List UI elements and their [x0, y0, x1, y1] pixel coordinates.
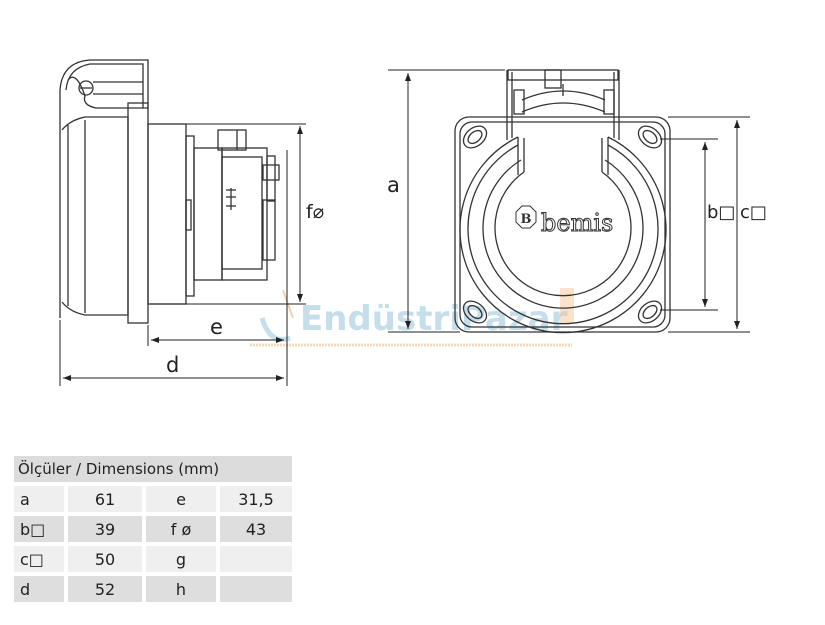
table-row: b□ 39 f ø 43 — [14, 516, 292, 542]
dim-key: h — [146, 576, 216, 602]
table-row: a 61 e 31,5 — [14, 486, 292, 512]
dim-value — [220, 576, 292, 602]
dim-label-e: e — [210, 315, 223, 339]
side-view — [59, 59, 280, 324]
dim-value: 39 — [68, 516, 142, 542]
dimensions-table-title: Ölçüler / Dimensions (mm) — [14, 456, 292, 482]
dim-label-d: d — [166, 353, 179, 377]
dim-value: 43 — [220, 516, 292, 542]
dim-value: 61 — [68, 486, 142, 512]
dim-value: 31,5 — [220, 486, 292, 512]
mounting-holes — [462, 125, 663, 324]
front-view — [454, 69, 671, 334]
table-row: c□ 50 g — [14, 546, 292, 572]
side-dimensions — [59, 123, 306, 386]
dim-key: g — [146, 546, 216, 572]
dim-label-c: c□ — [740, 202, 767, 223]
dim-key: d — [14, 576, 64, 602]
bemis-logo-text: bemis — [541, 209, 613, 237]
front-dimensions — [388, 69, 750, 333]
dim-key: f ø — [146, 516, 216, 542]
dim-value — [220, 546, 292, 572]
watermark-text: EndüstriPazar — [300, 299, 568, 339]
dim-key: a — [14, 486, 64, 512]
bemis-logo-mark: B — [521, 212, 532, 227]
table-row: d 52 h — [14, 576, 292, 602]
dim-label-b: b□ — [707, 202, 735, 223]
bemis-logo: B bemis — [515, 205, 614, 238]
dim-label-f: f⌀ — [306, 201, 324, 223]
dim-key: c□ — [14, 546, 64, 572]
dimensions-table: Ölçüler / Dimensions (mm) a 61 e 31,5 b□… — [10, 452, 296, 606]
dim-value: 52 — [68, 576, 142, 602]
dim-key: b□ — [14, 516, 64, 542]
dim-label-a: a — [387, 173, 400, 197]
dim-key: e — [146, 486, 216, 512]
dim-value: 50 — [68, 546, 142, 572]
